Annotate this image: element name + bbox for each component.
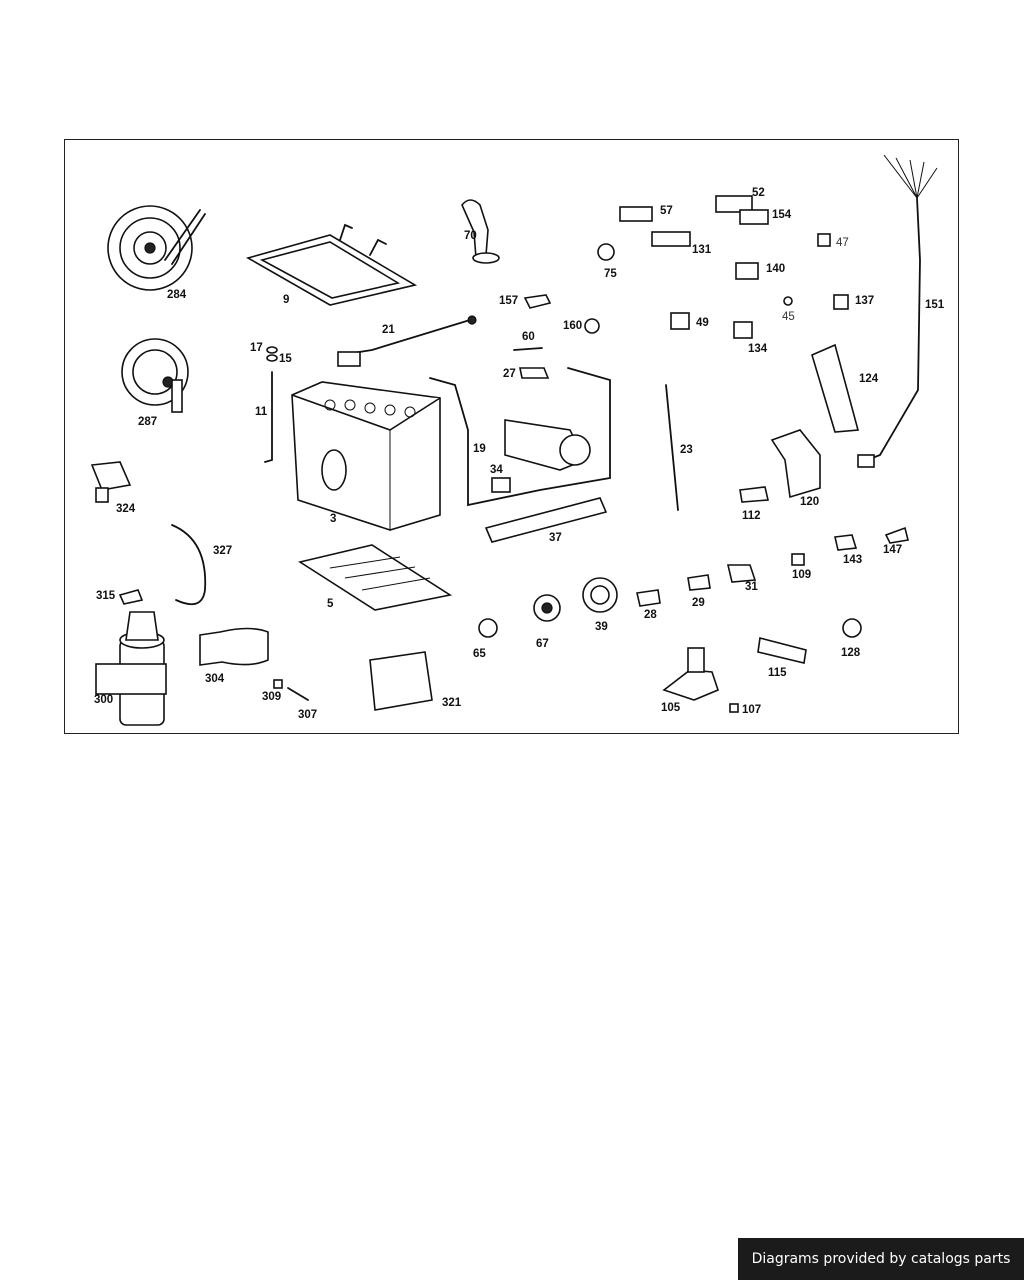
label-315: 315 (96, 590, 116, 602)
label-47: 47 (836, 237, 849, 249)
footer-credit: Diagrams provided by catalogs parts (738, 1238, 1024, 1280)
label-321: 321 (442, 697, 462, 709)
label-115: 115 (768, 667, 787, 679)
label-157: 157 (499, 295, 519, 307)
label-143: 143 (843, 554, 863, 566)
label-75: 75 (604, 268, 617, 280)
label-21: 21 (382, 324, 395, 336)
label-128: 128 (841, 647, 861, 659)
label-3: 3 (330, 513, 337, 525)
label-284: 284 (167, 289, 187, 301)
label-151: 151 (925, 299, 945, 311)
label-65: 65 (473, 648, 486, 660)
label-309: 309 (262, 691, 282, 703)
label-131: 131 (692, 244, 712, 256)
label-137: 137 (855, 295, 875, 307)
label-57: 57 (660, 205, 673, 217)
label-9: 9 (283, 294, 290, 306)
label-37: 37 (549, 532, 562, 544)
label-17: 17 (250, 342, 263, 354)
label-324: 324 (116, 503, 136, 515)
label-160: 160 (563, 320, 583, 332)
label-124: 124 (859, 373, 879, 385)
label-105: 105 (661, 702, 681, 714)
label-52: 52 (752, 187, 765, 199)
label-287: 287 (138, 416, 158, 428)
label-140: 140 (766, 263, 786, 275)
label-154: 154 (772, 209, 792, 221)
label-327: 327 (213, 545, 233, 557)
label-67: 67 (536, 638, 549, 650)
label-112: 112 (742, 510, 761, 522)
label-19: 19 (473, 443, 486, 455)
label-28: 28 (644, 609, 657, 621)
label-107: 107 (742, 704, 762, 716)
label-23: 23 (680, 444, 693, 456)
label-34: 34 (490, 464, 503, 476)
label-307: 307 (298, 709, 318, 721)
label-120: 120 (800, 496, 820, 508)
label-147: 147 (883, 544, 903, 556)
label-5: 5 (327, 598, 334, 610)
label-29: 29 (692, 597, 705, 609)
label-300: 300 (94, 694, 114, 706)
diagram-frame (64, 139, 959, 734)
label-109: 109 (792, 569, 812, 581)
label-45: 45 (782, 311, 795, 323)
label-11: 11 (255, 406, 268, 418)
label-15: 15 (279, 353, 292, 365)
label-27: 27 (503, 368, 516, 380)
label-134: 134 (748, 343, 768, 355)
label-60: 60 (522, 331, 535, 343)
label-49: 49 (696, 317, 709, 329)
label-304: 304 (205, 673, 225, 685)
label-39: 39 (595, 621, 608, 633)
label-70: 70 (464, 230, 477, 242)
label-31: 31 (745, 581, 758, 593)
